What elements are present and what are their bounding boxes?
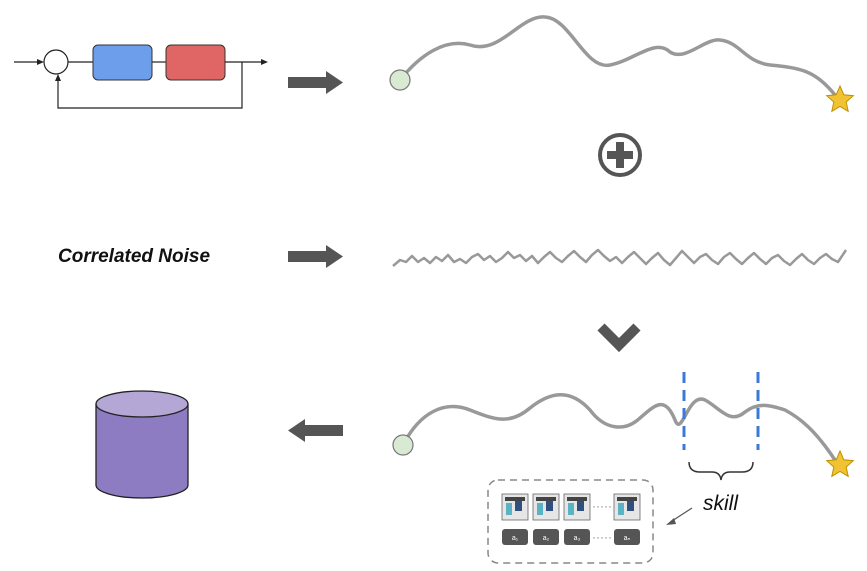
svg-text:a₁: a₁	[512, 535, 519, 542]
observation-frame	[532, 493, 560, 521]
action-ellipsis: ·····	[592, 530, 612, 544]
noisy-trajectory: skill	[392, 372, 855, 525]
skill-label: skill	[703, 492, 739, 515]
input-arrowhead	[37, 59, 44, 65]
circle-plus-icon	[598, 133, 642, 177]
observation-frame	[613, 493, 641, 521]
observation-frame	[501, 493, 529, 521]
svg-text:a₂: a₂	[543, 535, 550, 542]
feedback-arrowhead	[55, 74, 61, 81]
arrow-right-icon	[288, 245, 343, 268]
trajectory-curve	[398, 15, 837, 97]
action-token: a₁	[502, 529, 528, 545]
svg-text:a₃: a₃	[574, 535, 581, 542]
action-token: a₂	[533, 529, 559, 545]
start-node	[392, 434, 414, 456]
chevron-down-icon	[597, 323, 641, 353]
control-loop-diagram	[14, 44, 268, 109]
skill-pointer-arrowhead	[666, 518, 676, 525]
goal-star-icon	[825, 84, 855, 113]
start-node	[389, 69, 411, 91]
observation-frame	[563, 493, 591, 521]
arrow-left-icon	[288, 419, 343, 442]
skill-pointer-line	[671, 507, 693, 522]
noise-signal	[392, 248, 848, 267]
trajectory-curve	[401, 393, 837, 462]
correlated-noise-label: Correlated Noise	[58, 246, 210, 267]
cylinder-database-icon	[95, 390, 189, 499]
action-token: aₙ	[614, 529, 640, 545]
summing-junction	[43, 49, 69, 75]
action-token: a₃	[564, 529, 590, 545]
output-arrowhead	[261, 59, 268, 65]
observation-ellipsis: ·····	[592, 499, 612, 513]
svg-text:aₙ: aₙ	[624, 535, 631, 542]
feedback-path	[57, 62, 243, 109]
controller-block	[92, 44, 153, 81]
skill-brace	[688, 461, 754, 481]
skill-detail-box: ····· a₁ a₂ a₃ ····· aₙ	[487, 479, 654, 564]
controller-trajectory	[389, 15, 855, 113]
goal-star-icon	[825, 449, 855, 478]
dashed-border	[487, 479, 654, 564]
plant-block	[165, 44, 226, 81]
arrow-right-icon	[288, 71, 343, 94]
